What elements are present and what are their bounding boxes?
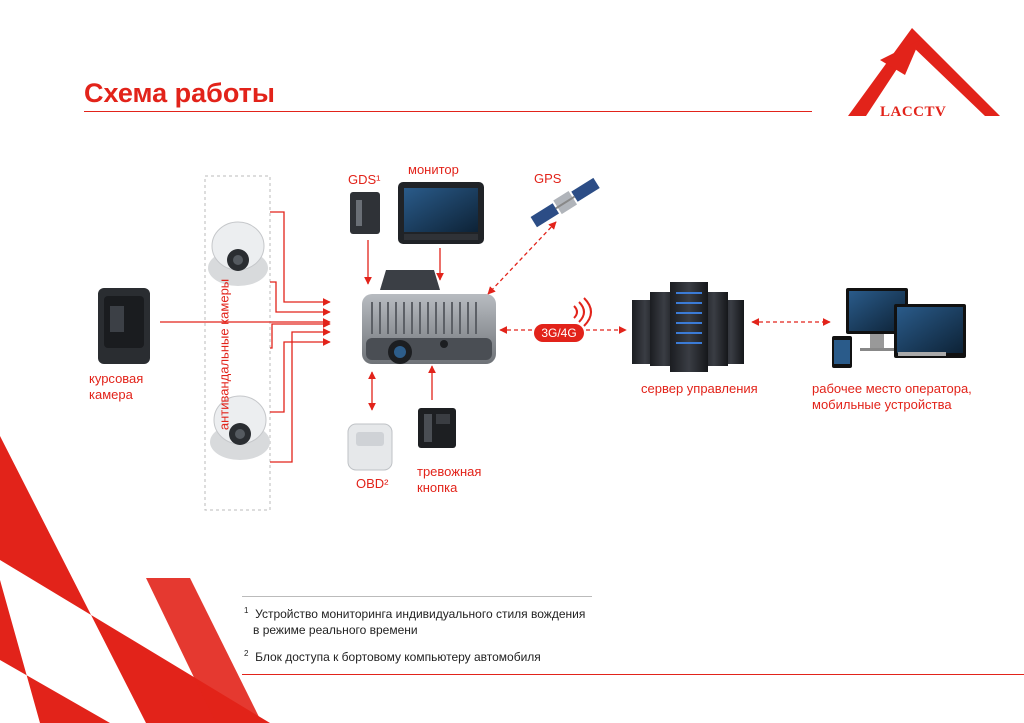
obd-device-icon: [347, 423, 393, 471]
satellite-icon: [530, 177, 600, 228]
monitor-icon: [398, 182, 484, 244]
vandal-cameras-label: антивандальные камеры: [216, 278, 232, 431]
workstation-label: рабочее место оператора, мобильные устро…: [812, 381, 972, 413]
top-connectors: [364, 240, 444, 285]
gds-label: GDS¹: [348, 172, 381, 187]
title-rule: [84, 111, 812, 112]
dome-camera-icon-top: [208, 221, 268, 286]
page-title: Схема работы: [84, 78, 275, 108]
footnote-1-line1: Устройство мониторинга индивидуального с…: [255, 607, 586, 621]
panic-button-label-line1: тревожная: [417, 464, 482, 479]
footnote-rule: [242, 596, 592, 597]
dvr-unit-icon: [362, 270, 496, 364]
bottom-rule: [242, 674, 1024, 675]
footnote-2-mark: 2: [244, 649, 249, 658]
footnote-1-line2: в режиме реального времени: [253, 623, 418, 637]
logo-text: LACCTV: [880, 104, 947, 120]
dash-camera-label-line2: камера: [89, 387, 133, 402]
dome-camera-icon-bottom: [210, 395, 270, 460]
dash-camera-label: курсовая камера: [89, 371, 143, 403]
obd-label: OBD²: [356, 476, 389, 491]
dash-camera-icon: [98, 288, 150, 364]
gps-label: GPS: [534, 171, 562, 186]
server-label: сервер управления: [641, 381, 758, 396]
panic-button-label-line2: кнопка: [417, 480, 458, 495]
workstation-label-line2: мобильные устройства: [812, 397, 952, 412]
workstation-label-line1: рабочее место оператора,: [812, 381, 972, 396]
gds-device-icon: [350, 192, 380, 234]
vandal-cameras-bracket: [204, 175, 271, 511]
monitor-label: монитор: [408, 162, 459, 177]
network-badge: 3G/4G: [534, 324, 584, 342]
signal-icon: [573, 297, 592, 327]
dash-camera-label-line1: курсовая: [89, 371, 144, 386]
decor-stripes: [0, 436, 270, 723]
footnote-2: 2 Блок доступа к бортовому компьютеру ав…: [244, 646, 624, 665]
logo-triangle: [848, 28, 1000, 116]
panic-button-icon: [418, 408, 456, 448]
server-rack-icon: [632, 282, 744, 372]
gps-link: [487, 221, 557, 295]
network-links: [499, 318, 831, 334]
footnote-1: 1 Устройство мониторинга индивидуального…: [244, 603, 624, 638]
footnote-1-mark: 1: [244, 606, 249, 615]
camera-connectors: [160, 211, 331, 463]
workstation-icon: [832, 288, 966, 368]
panic-button-label: тревожная кнопка: [417, 464, 481, 496]
bottom-connectors: [368, 365, 436, 411]
footnote-2-line1: Блок доступа к бортовому компьютеру авто…: [255, 650, 541, 664]
